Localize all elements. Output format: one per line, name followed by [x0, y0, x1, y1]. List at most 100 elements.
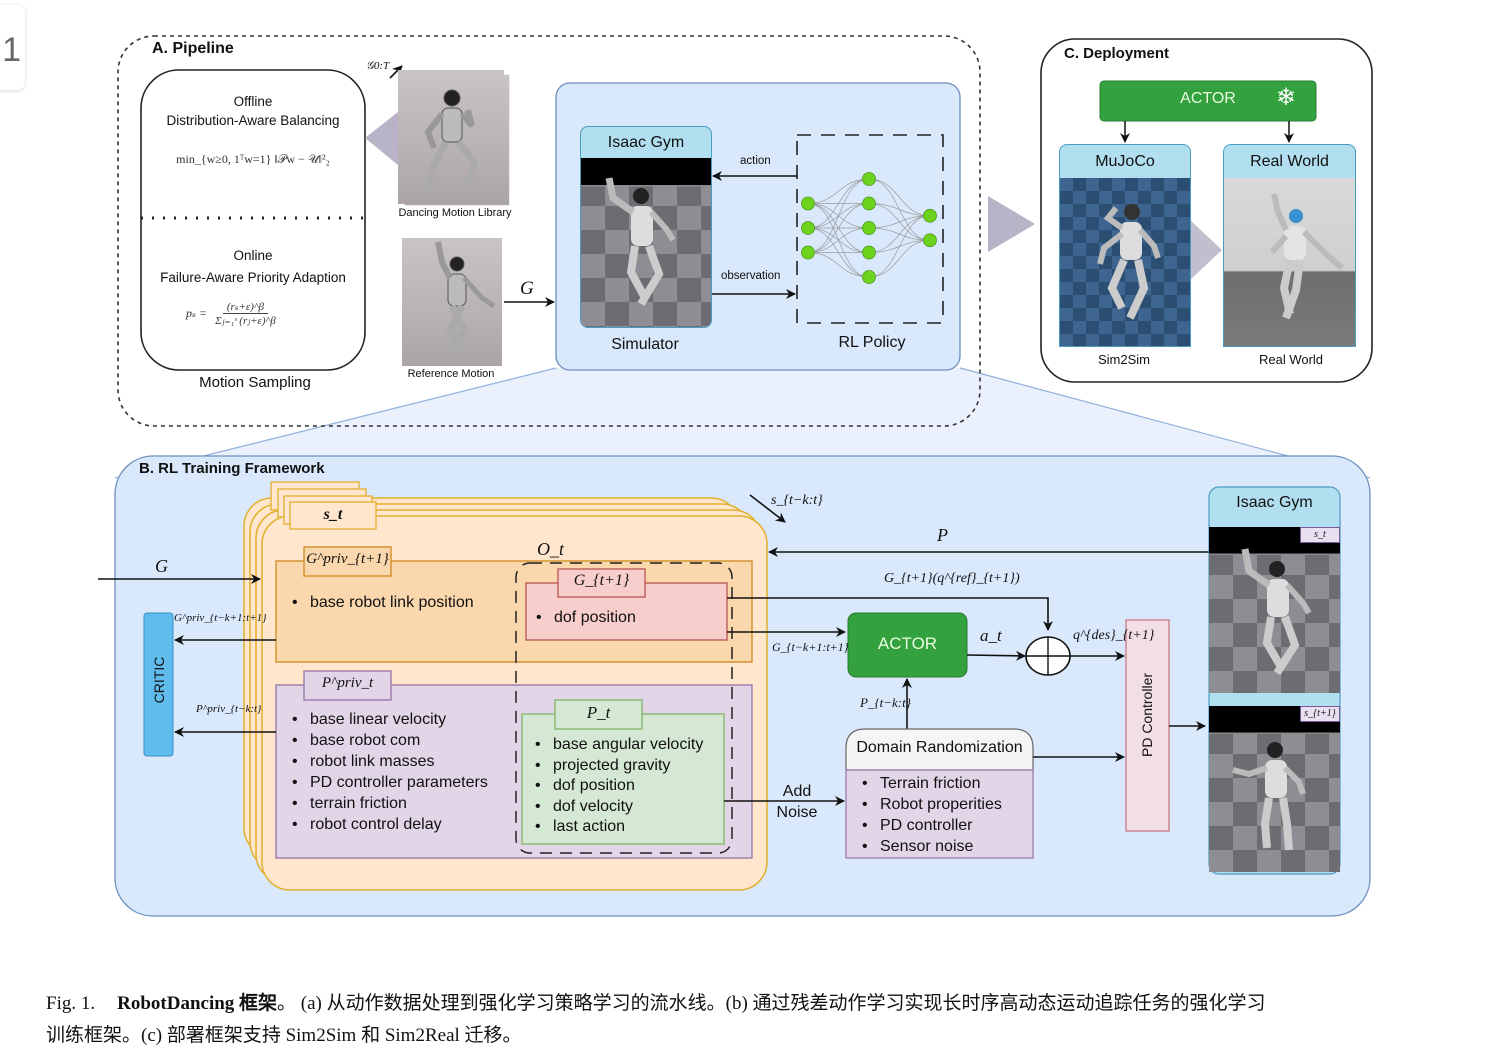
gym-panel-header: Isaac Gym [1236, 494, 1313, 511]
nn-node [862, 270, 876, 284]
prop-history-label: P_{t−k:t} [860, 695, 911, 710]
nn-edge [868, 203, 931, 217]
online-formula: pₛ = (rₛ+ε)^β Σⱼ₌₁ˢ (rⱼ+ε)^β [186, 300, 276, 327]
observation-label: observation [721, 270, 781, 282]
g-priv-item: base robot link position [288, 594, 474, 612]
mujoco-caption: Sim2Sim [1097, 352, 1150, 367]
online-formula-num: (rₛ+ε)^β [222, 300, 269, 314]
simulator-caption: Simulator [611, 336, 679, 353]
g-priv-tab-label: G^priv_{t+1} [306, 551, 389, 567]
domain-rand-list: Terrain friction Robot properities PD co… [858, 773, 1002, 857]
gym-frame-st-tag: s_t [1300, 527, 1340, 543]
training-title: B. RL Training Framework [139, 460, 325, 477]
simulator-card[interactable]: Isaac Gym [580, 126, 712, 328]
domain-rand-item: Robot properities [858, 794, 1002, 815]
g-obs-tab-label: G_{t+1} [573, 572, 630, 589]
pd-controller-box [1125, 619, 1170, 832]
policy-caption: RL Policy [838, 334, 906, 351]
feedback-label: P [937, 525, 948, 545]
gym-frame-st1-tag: s_{t+1} [1300, 706, 1340, 722]
motion-library-image[interactable] [398, 70, 504, 204]
critic-box [143, 612, 174, 757]
corner-glyph: 1 [2, 31, 21, 69]
add-noise-label-2: Noise [776, 804, 818, 821]
history-label: s_{t−k:t} [771, 493, 823, 508]
p-priv-item: PD controller parameters [288, 772, 488, 793]
nn-edge [807, 178, 870, 229]
nn-edge [868, 178, 931, 217]
caption-line-2: 训练框架。(c) 部署框架支持 Sim2Sim 和 Sim2Real 迁移。 [46, 1025, 522, 1046]
motion-sampling-caption: Motion Sampling [199, 374, 311, 391]
offline-formula: min_{w≥0, 1ᵀw=1} ‖𝒫w − 𝒰‖²₂ [176, 152, 330, 166]
deploy-actor-box [1099, 80, 1317, 122]
state-tab-label: s_t [323, 506, 343, 523]
state-tab [289, 501, 377, 530]
gym-frame-st1[interactable]: s_{t+1} [1209, 706, 1340, 872]
real-world-caption: Real World [1258, 352, 1324, 367]
caption-line1-rest: 。 (a) 从动作数据处理到强化学习策略学习的流水线。(b) 通过残差动作学习实… [277, 993, 1266, 1014]
p-priv-item: terrain friction [288, 793, 488, 814]
corner-widget[interactable]: 1 [0, 5, 25, 90]
robot-figure-icon [1097, 204, 1161, 320]
p-obs-tab [554, 699, 643, 730]
actor-to-sum-arrow [966, 650, 1026, 661]
p-obs-tab-label: P_t [586, 703, 611, 722]
history-arrow [749, 494, 786, 523]
nn-edge [868, 215, 931, 253]
nn-edge [807, 252, 870, 278]
offline-title: Offline [233, 94, 273, 109]
nn-edge [868, 215, 931, 278]
robot-figure-icon [1269, 193, 1344, 320]
g-priv-tab [303, 546, 392, 577]
action-label: action [740, 155, 771, 167]
real-world-card[interactable]: Real World [1223, 144, 1356, 347]
mujoco-header: MuJoCo [1095, 153, 1155, 170]
online-subtitle: Failure-Aware Priority Adaption [160, 270, 346, 285]
p-priv-critic-label: P^priv_{t−k:t} [196, 703, 262, 715]
nn-node [801, 196, 815, 211]
domain-rand-item: Terrain friction [858, 773, 1002, 794]
deploy-actor-label: ACTOR [1180, 90, 1236, 107]
figure-caption: Fig. 1.RobotDancing 框架。 (a) 从动作数据处理到强化学习… [46, 988, 1466, 1052]
robot-figure-icon [605, 177, 676, 307]
gym-frame-st[interactable]: s_t [1209, 527, 1340, 693]
critic-label: CRITIC [151, 656, 167, 704]
mujoco-card[interactable]: MuJoCo [1059, 144, 1191, 347]
online-formula-lhs: pₛ = [186, 306, 208, 320]
nn-edge [868, 239, 931, 278]
nn-edge [807, 227, 870, 253]
domain-rand-item: PD controller [858, 815, 1002, 836]
online-formula-den: Σⱼ₌₁ˢ (rⱼ+ε)^β [215, 315, 276, 327]
motion-library-caption: Dancing Motion Library [398, 207, 512, 219]
g-obs-list: dof position [532, 609, 636, 627]
p-priv-list: base linear velocity base robot com robo… [288, 709, 488, 835]
g-obs-tab [557, 568, 646, 598]
p-priv-item: base linear velocity [288, 709, 488, 730]
training-actor-box [847, 612, 968, 678]
training-actor-label: ACTOR [877, 634, 938, 653]
nn-edge [807, 203, 870, 253]
nn-edge [807, 178, 870, 253]
p-priv-item: robot control delay [288, 814, 488, 835]
g-priv-list: base robot link position [288, 594, 474, 612]
nn-node [923, 208, 937, 223]
robot-figure-icon [435, 241, 496, 358]
p-priv-tab [303, 670, 392, 701]
reference-motion-image[interactable] [402, 238, 502, 366]
real-world-view [1224, 178, 1355, 346]
p-obs-item: projected gravity [531, 756, 703, 777]
observation-label-ot: O_t [537, 539, 564, 559]
robot-figure-icon [424, 89, 478, 191]
sim2real-arrow [1190, 220, 1222, 280]
nn-node [862, 245, 876, 260]
neural-network [801, 172, 937, 284]
p-priv-item: base robot com [288, 730, 488, 751]
reference-motion-caption: Reference Motion [407, 368, 495, 380]
nn-edge [807, 178, 870, 204]
policy-box [796, 134, 944, 324]
snowflake-icon: ❄ [1276, 84, 1297, 111]
p-priv-tab-label: P^priv_t [321, 675, 374, 691]
pipeline-frame [117, 35, 981, 427]
robot-figure-icon [1241, 548, 1312, 676]
actor-input-label: G_{t−k+1:t+1} [772, 640, 849, 654]
